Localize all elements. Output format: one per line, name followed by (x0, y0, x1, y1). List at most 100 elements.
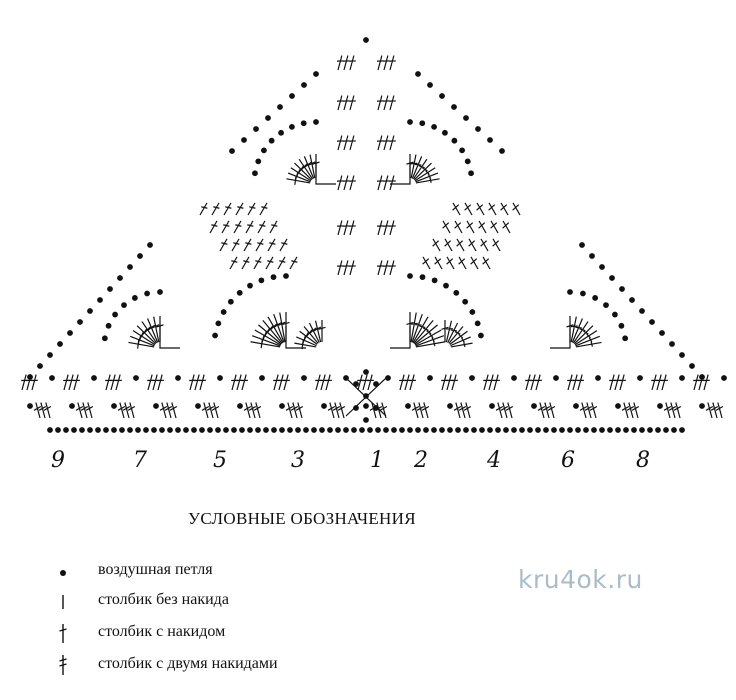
chain-stitch-symbol (391, 427, 397, 433)
double-crochet-symbol (413, 320, 434, 344)
chain-stitch-symbol (431, 277, 438, 284)
double-crochet-symbol (581, 402, 587, 419)
watermark: kru4ok.ru (518, 565, 643, 594)
double-crochet-symbol (223, 202, 232, 216)
chain-stitch-symbol (699, 403, 705, 409)
double-crochet-bar (267, 325, 274, 333)
double-crochet-bar (411, 405, 420, 411)
chain-stitch-symbol (499, 148, 505, 154)
double-crochet-symbol (325, 374, 331, 391)
chain-stitch-symbol (191, 427, 197, 433)
double-crochet-bar (422, 327, 429, 331)
chain-stitch-symbol (367, 427, 373, 433)
double-crochet-symbol (468, 238, 477, 252)
chain-stitch-symbol (199, 427, 205, 433)
double-crochet-symbol (303, 156, 315, 179)
fan-corner-mark (159, 326, 180, 349)
double-crochet-symbol (362, 374, 368, 391)
double-crochet-symbol (512, 202, 521, 216)
double-crochet-symbol (247, 202, 256, 216)
chain-stitch-symbol (478, 332, 484, 339)
chain-stitch-symbol (615, 403, 621, 409)
double-crochet-symbol (277, 256, 286, 270)
double-crochet-bar (313, 326, 322, 332)
chain-stitch-symbol (343, 427, 349, 433)
chain-stitch-symbol (112, 311, 118, 318)
chain-stitch-symbol (255, 427, 261, 433)
double-crochet-symbol (337, 55, 343, 71)
chain-stitch-symbol (447, 427, 453, 433)
double-crochet-symbol (490, 220, 499, 234)
chain-stitch-symbol (363, 393, 369, 399)
double-crochet-symbol (675, 402, 681, 419)
chain-stitch-symbol (265, 115, 271, 121)
double-crochet-symbol (221, 220, 230, 234)
double-crochet-bar (159, 405, 168, 411)
double-crochet-bar (505, 405, 514, 411)
double-crochet-symbol (343, 95, 349, 111)
double-crochet-bar (303, 332, 309, 341)
double-crochet-symbol (337, 220, 343, 236)
double-crochet-symbol (415, 172, 439, 183)
double-crochet-symbol (31, 374, 37, 391)
double-crochet-symbol (412, 158, 428, 180)
double-crochet-bar (421, 405, 430, 411)
double-crochet-symbol (219, 238, 228, 252)
double-crochet-symbol (497, 402, 503, 419)
double-crochet-bar (490, 222, 498, 229)
chain-stitch-symbol (175, 375, 181, 381)
chain-stitch-symbol (543, 427, 549, 433)
double-crochet-bar (410, 162, 418, 165)
double-crochet-symbol (458, 256, 467, 270)
double-crochet-symbol (442, 220, 451, 234)
chain-stitch-symbol (629, 297, 635, 303)
double-crochet-symbol (404, 374, 410, 391)
chain-stitch-symbol (447, 403, 453, 409)
double-crochet-bar (304, 161, 312, 168)
double-crochet-bar (663, 405, 672, 411)
double-crochet-symbol (693, 374, 699, 391)
double-crochet-symbol (255, 402, 261, 419)
double-crochet-symbol (267, 238, 276, 252)
double-crochet-symbol (334, 402, 340, 419)
double-crochet-symbol (349, 260, 355, 276)
chain-stitch-symbol (375, 427, 381, 433)
double-crochet-symbol (371, 402, 377, 419)
double-crochet-symbol (105, 374, 111, 391)
chain-stitch-symbol (119, 427, 125, 433)
chain-stitch-symbol (479, 427, 485, 433)
double-crochet-symbol (349, 220, 355, 236)
double-crochet-bar (201, 405, 210, 411)
chain-stitch-symbol (278, 129, 284, 136)
double-crochet-symbol (349, 175, 355, 191)
chain-stitch-symbol (451, 137, 458, 144)
double-crochet-symbol (410, 312, 417, 343)
double-crochet-symbol (320, 374, 326, 391)
chain-stitch-symbol (407, 119, 413, 125)
chain-stitch-symbol (471, 427, 477, 433)
chain-stitch-symbol (151, 427, 157, 433)
double-crochet-bar (512, 204, 520, 211)
chain-stitch-symbol (407, 427, 413, 433)
double-crochet-bar (422, 167, 428, 172)
double-crochet-bar (164, 405, 173, 411)
chain-stitch-symbol (313, 71, 319, 77)
double-crochet-symbol (286, 178, 311, 184)
double-crochet-symbol (349, 55, 355, 71)
chain-stitch-symbol (580, 290, 586, 297)
double-crochet-symbol (586, 402, 592, 419)
double-crochet-symbol (245, 220, 254, 234)
double-crochet-symbol (203, 402, 209, 419)
chain-stitch-symbol (147, 242, 153, 248)
double-crochet-symbol (383, 55, 389, 71)
chain-stitch-symbol (463, 115, 469, 121)
chain-stitch-symbol (351, 427, 357, 433)
double-crochet-symbol (614, 374, 620, 391)
double-crochet-symbol (161, 402, 167, 419)
double-crochet-bar (156, 324, 164, 328)
double-crochet-symbol (343, 135, 349, 151)
double-crochet-symbol (189, 374, 195, 391)
chain-stitch-symbol (599, 427, 605, 433)
chain-stitch-symbol (87, 308, 93, 314)
double-crochet-bar (261, 206, 268, 209)
